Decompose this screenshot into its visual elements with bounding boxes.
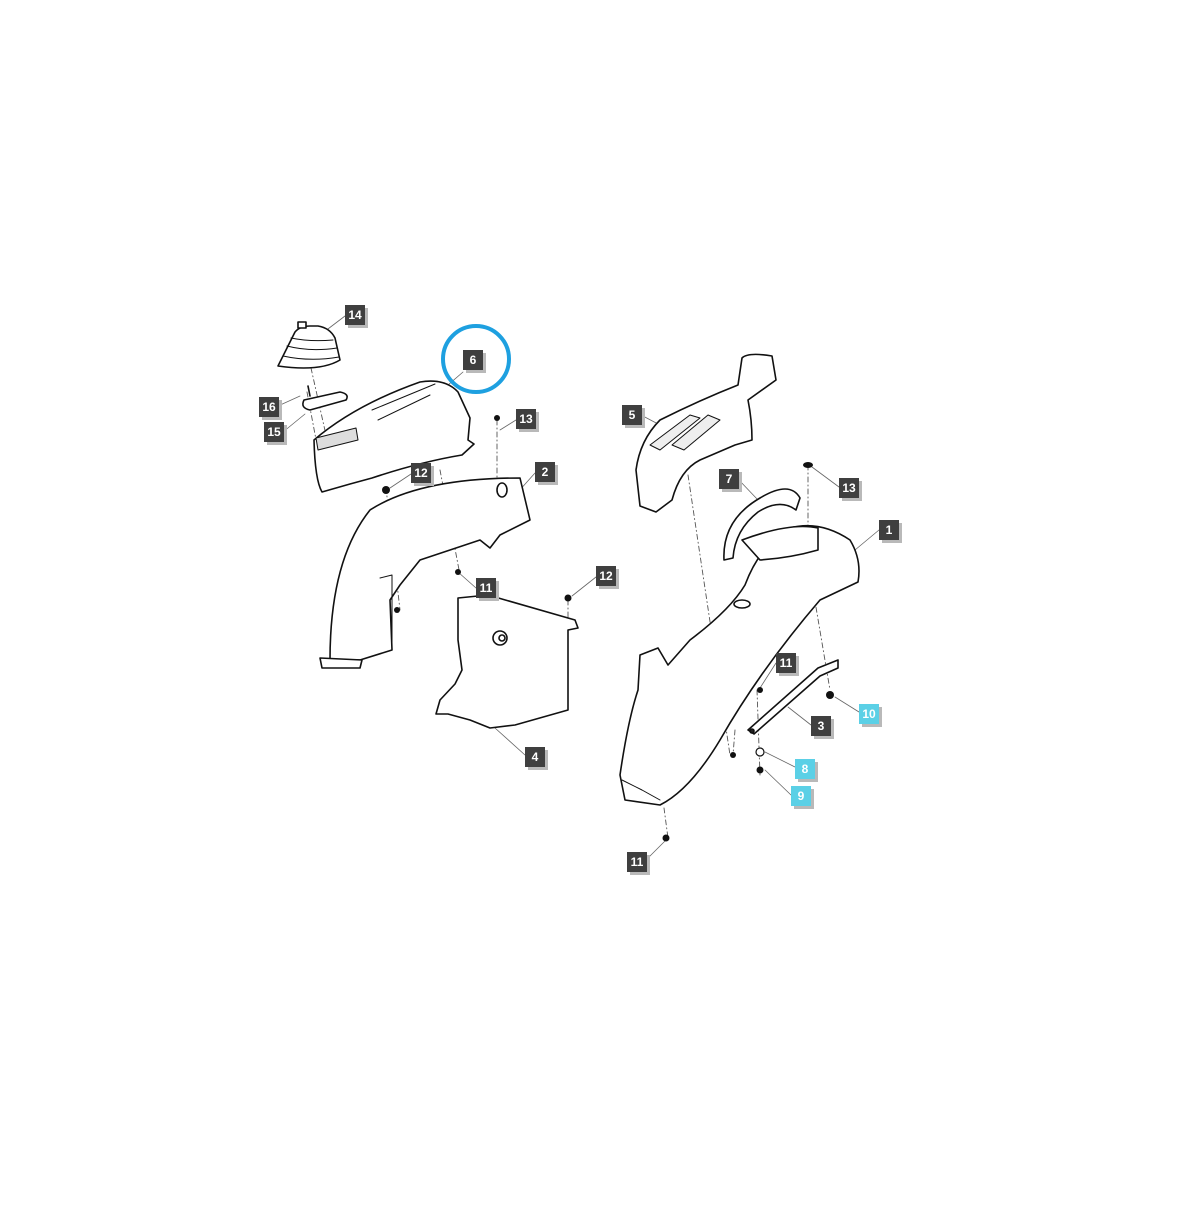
callout-10-highlighted[interactable]: 10 xyxy=(859,704,879,724)
callout-2[interactable]: 2 xyxy=(535,462,555,482)
part-2-left-fender xyxy=(319,477,531,669)
callout-16[interactable]: 16 xyxy=(259,397,279,417)
callout-5[interactable]: 5 xyxy=(622,405,642,425)
callout-7[interactable]: 7 xyxy=(719,469,739,489)
callout-13[interactable]: 13 xyxy=(839,478,859,498)
callout-3[interactable]: 3 xyxy=(811,716,831,736)
callout-11[interactable]: 11 xyxy=(776,653,796,673)
callout-12[interactable]: 12 xyxy=(596,566,616,586)
part-6-console-cover xyxy=(313,380,475,493)
callout-11[interactable]: 11 xyxy=(476,578,496,598)
leader-lines xyxy=(277,315,880,861)
washer-8 xyxy=(755,747,765,757)
fasteners xyxy=(382,415,834,842)
part-16-pin xyxy=(307,385,311,397)
callout-8-highlighted[interactable]: 8 xyxy=(795,759,815,779)
callout-6[interactable]: 6 xyxy=(463,350,483,370)
part-14-boot xyxy=(277,321,341,369)
part-7-handle xyxy=(723,488,801,561)
part-5-top-console xyxy=(635,353,777,513)
callout-4[interactable]: 4 xyxy=(525,747,545,767)
callout-9-highlighted[interactable]: 9 xyxy=(791,786,811,806)
part-3-strap xyxy=(747,659,839,735)
callout-13[interactable]: 13 xyxy=(516,409,536,429)
part-1-right-fender xyxy=(619,524,860,806)
callout-1[interactable]: 1 xyxy=(879,520,899,540)
callout-12[interactable]: 12 xyxy=(411,463,431,483)
part-4-lower-panel xyxy=(435,594,579,729)
part-15-plate xyxy=(302,391,348,411)
callout-14[interactable]: 14 xyxy=(345,305,365,325)
callout-15[interactable]: 15 xyxy=(264,422,284,442)
callout-11[interactable]: 11 xyxy=(627,852,647,872)
highlight-ring-part-6 xyxy=(441,324,511,394)
